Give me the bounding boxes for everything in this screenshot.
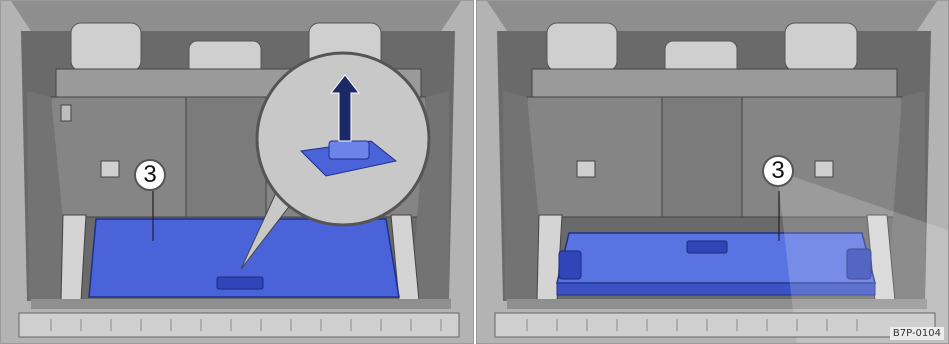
seatback-center — [186, 97, 266, 217]
floor-handle — [217, 277, 263, 289]
figure-code-label: B7P-0104 — [890, 327, 944, 340]
release-handle — [61, 105, 71, 121]
bumper-trim — [495, 313, 935, 337]
left-panel-luggage-compartment-floor-flat: 3 — [0, 0, 474, 344]
headrest-left — [547, 23, 617, 71]
seatback-center — [662, 97, 742, 217]
right-panel-illustration — [477, 1, 949, 344]
floor-handle — [687, 241, 727, 253]
bumper-trim — [19, 313, 459, 337]
seatback-left — [527, 97, 662, 217]
tie-down-right — [815, 161, 833, 177]
callout-3-left: 3 — [134, 159, 166, 191]
loading-sill — [31, 299, 451, 309]
headrest-left — [71, 23, 141, 71]
left-panel-illustration — [1, 1, 474, 344]
right-panel-luggage-compartment-floor-raised: 3 B7P-0104 — [476, 0, 949, 344]
tie-down-left — [101, 161, 119, 177]
headrest-right — [785, 23, 857, 71]
callout-3-right: 3 — [762, 155, 794, 187]
magnified-grip — [329, 141, 369, 159]
tie-down-left — [577, 161, 595, 177]
floor-panel-support-left — [559, 251, 581, 279]
luggage-cover — [532, 69, 897, 97]
floor-rail-left — [61, 215, 86, 301]
